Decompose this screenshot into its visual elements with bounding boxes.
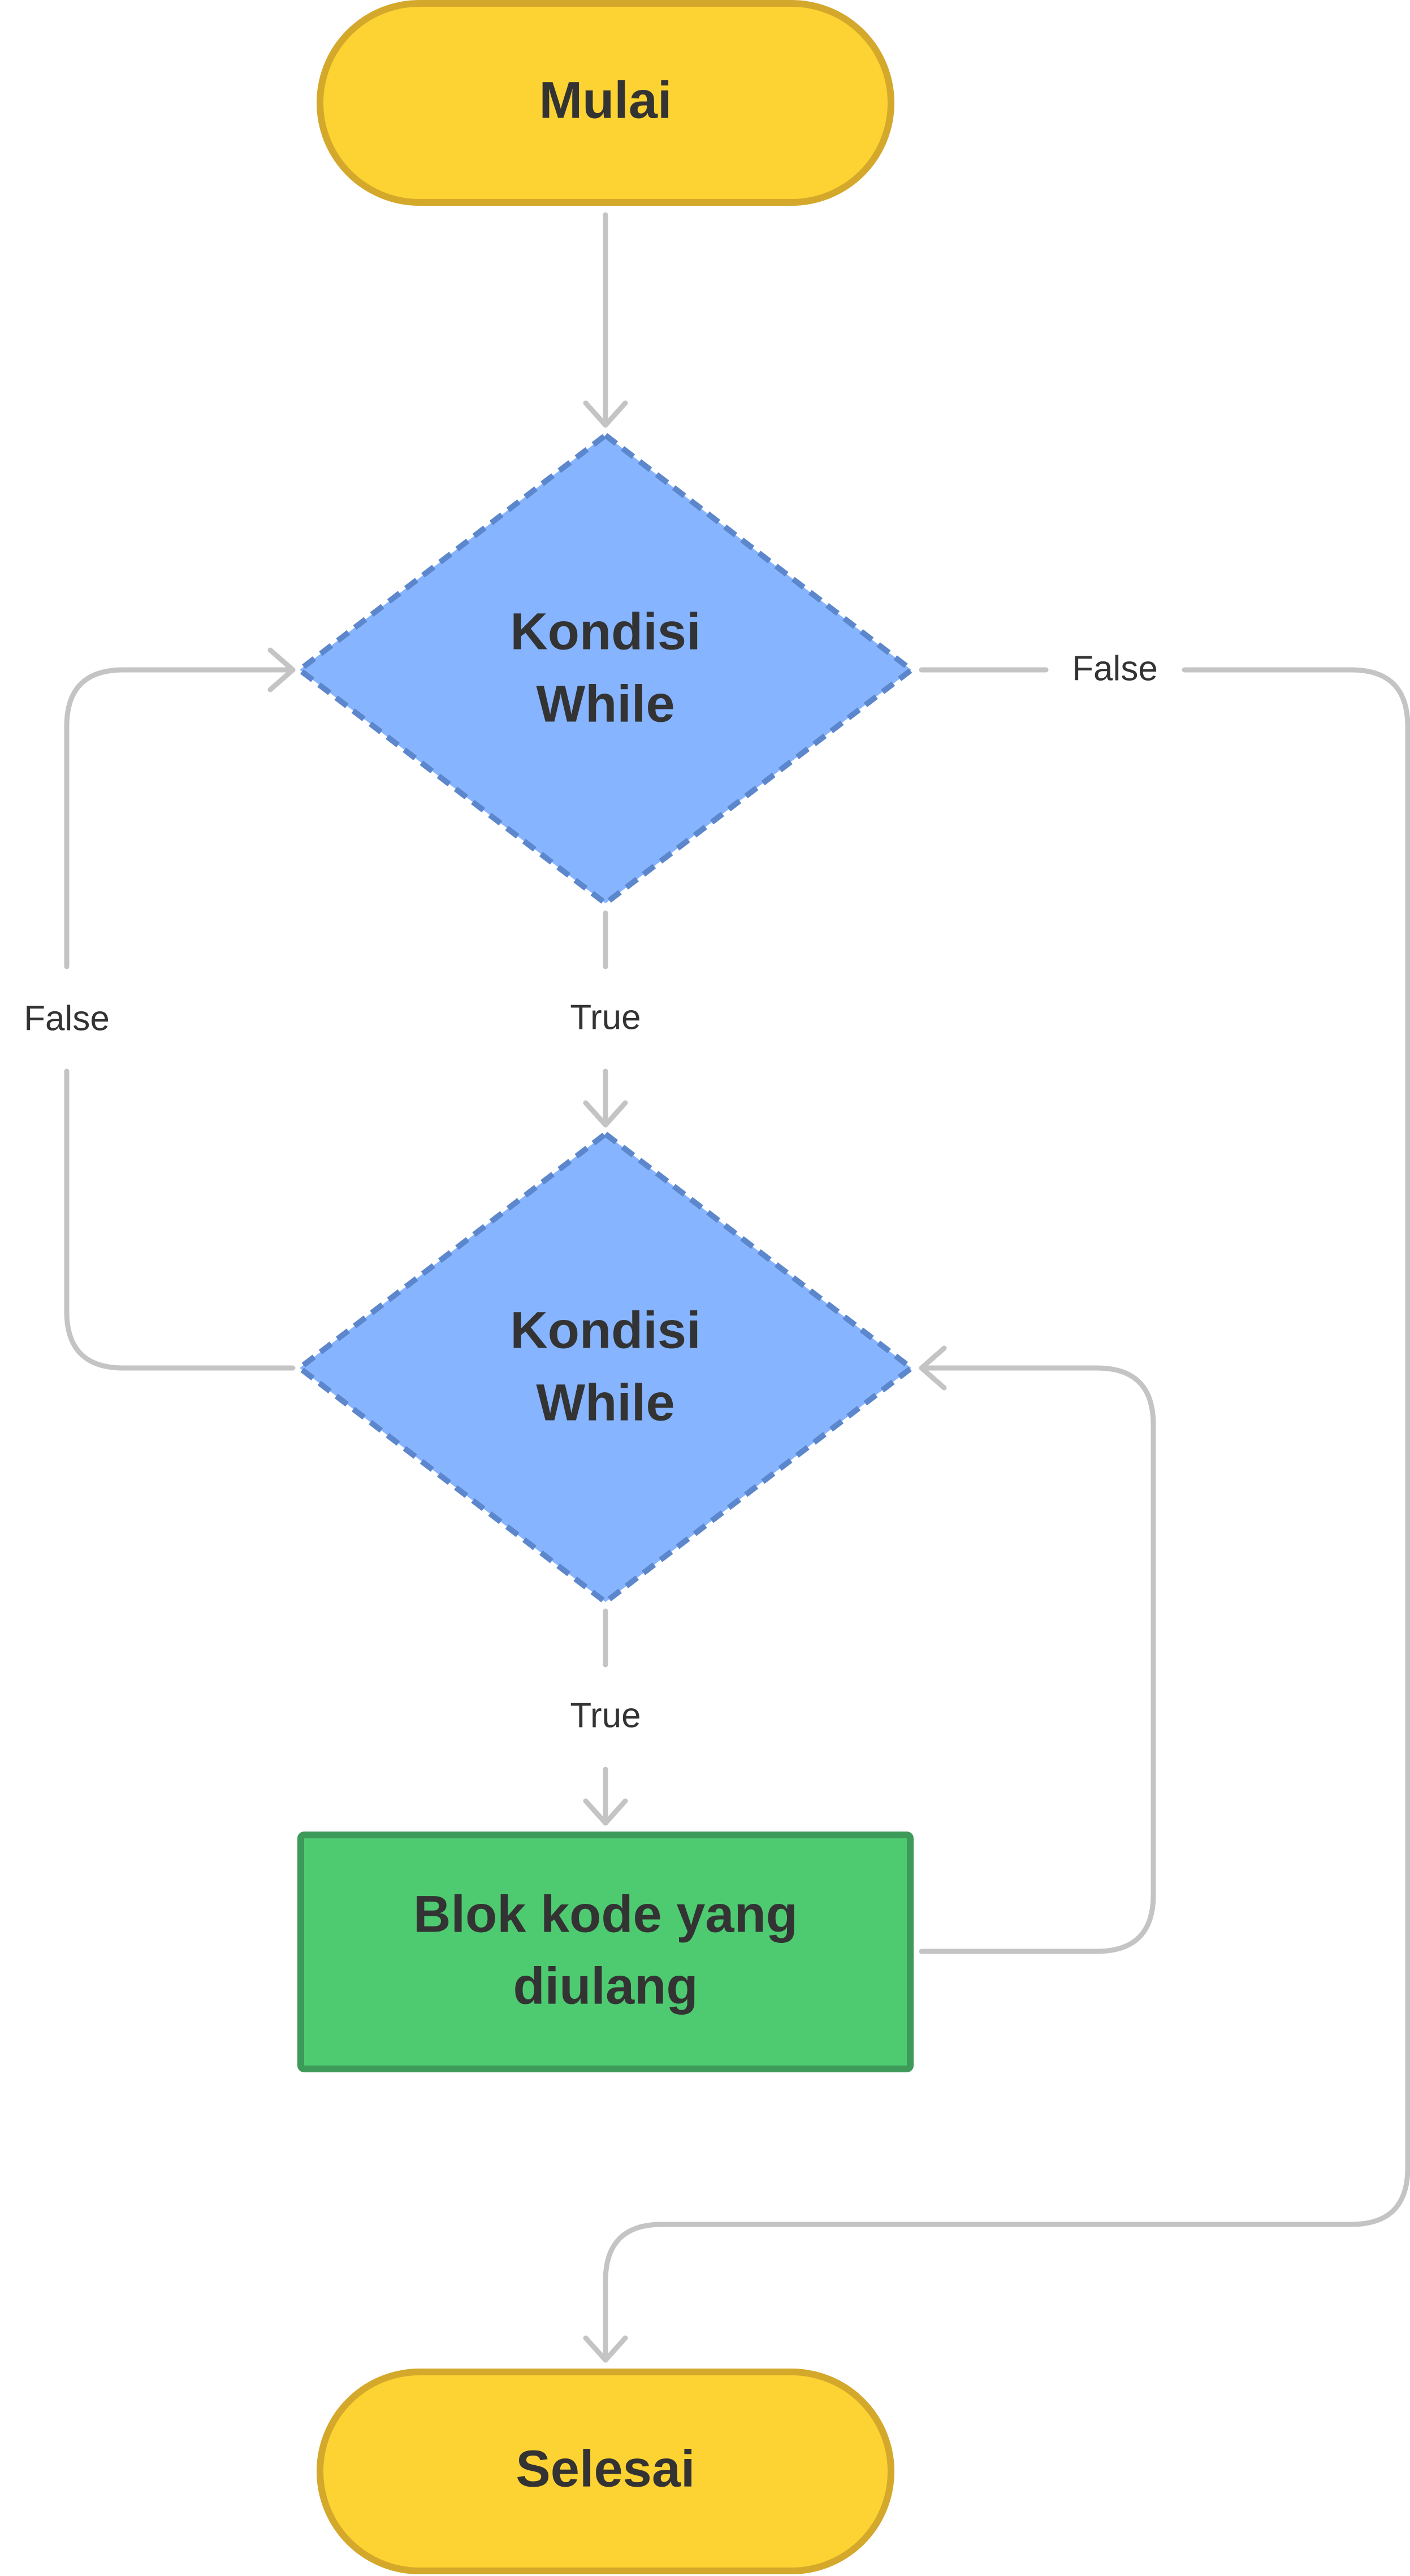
edge-loop-back-to-inner-condition (919, 1365, 1156, 1954)
outer-condition-node: Kondisi While (297, 432, 914, 906)
loop-block-label-line2: diulang (513, 1957, 698, 2015)
arrowhead-inner-condition-right (919, 1345, 947, 1391)
end-label: Selesai (516, 2440, 695, 2497)
outer-condition-shape (297, 432, 914, 906)
loop-block-node: Blok kode yang diulang (297, 1832, 914, 2072)
outer-false-label: False (1072, 649, 1158, 688)
inner-false-label: False (24, 999, 110, 1038)
outer-condition-label-line2: While (536, 675, 674, 733)
outer-condition-label-line1: Kondisi (510, 603, 700, 660)
arrowhead-outer-condition-left (267, 647, 296, 692)
outer-true-label: True (570, 998, 641, 1037)
edge-inner-false-lower (64, 1068, 296, 1371)
edges (64, 212, 1410, 2363)
arrowhead-inner-condition-top (583, 1100, 628, 1128)
end-node: Selesai (317, 2369, 894, 2574)
edge-inner-false-upper (64, 667, 296, 969)
inner-condition-node: Kondisi While (297, 1131, 914, 1605)
inner-true-label: True (570, 1696, 641, 1735)
edge-labels: True False True False (24, 649, 1158, 1735)
start-node: Mulai (317, 0, 894, 206)
inner-condition-shape (297, 1131, 914, 1605)
start-label: Mulai (539, 71, 672, 129)
arrowhead-outer-condition-top (583, 400, 628, 428)
arrowhead-loop-block-top (583, 1798, 628, 1826)
arrowhead-end-top (583, 2335, 628, 2363)
loop-block-label-line1: Blok kode yang (413, 1885, 798, 1943)
end-shape (317, 2369, 894, 2574)
inner-condition-label-line2: While (536, 1374, 674, 1431)
inner-condition-label-line1: Kondisi (510, 1301, 700, 1359)
edge-outer-false-right (603, 667, 1410, 2363)
start-shape (317, 0, 894, 206)
loop-block-shape (297, 1832, 914, 2072)
